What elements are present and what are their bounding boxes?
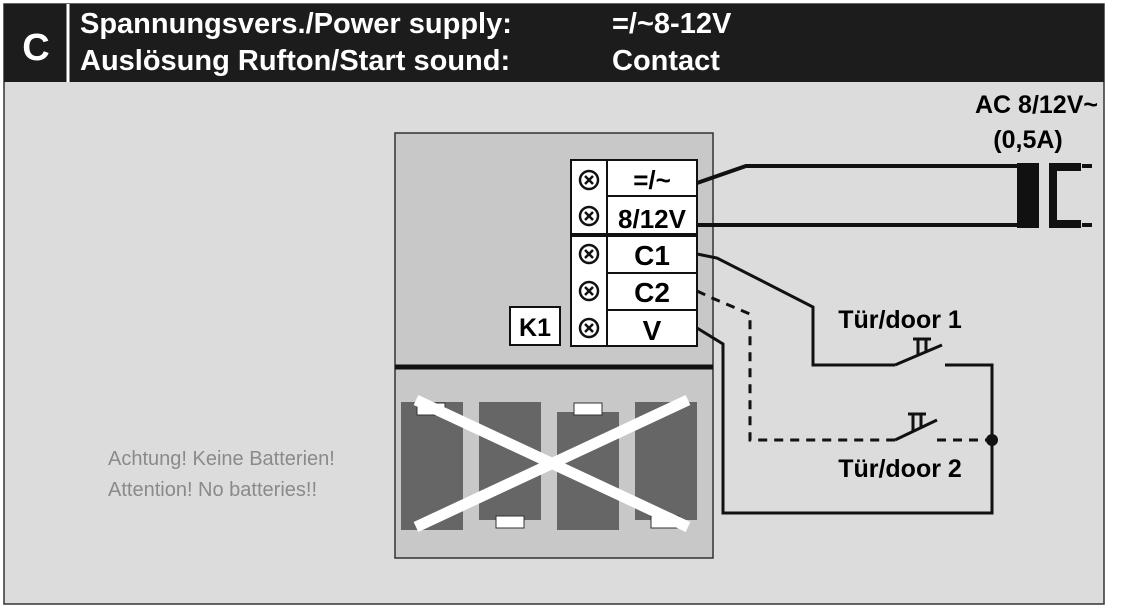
wire-door1-return	[945, 363, 994, 440]
header-line2-value: Contact	[612, 45, 720, 77]
warning-line1: Achtung! Keine Batterien!	[108, 448, 335, 470]
terminal-block: =/~ 8/12V C1 C2 V	[570, 159, 698, 347]
transformer-icon	[1017, 163, 1081, 228]
battery	[479, 402, 541, 520]
door1-switch-icon	[894, 337, 943, 367]
wire-c2-door2-dashed	[696, 289, 895, 442]
terminal-screw-icon	[578, 243, 600, 265]
terminal-label-c1: C1	[634, 240, 670, 271]
terminal-label-v: V	[643, 315, 662, 346]
header-line1-value: =/~8-12V	[612, 8, 732, 40]
header-line1-label: Spannungsvers./Power supply:	[80, 8, 512, 40]
terminal-screw-icon	[578, 317, 600, 339]
wire-v-common	[696, 326, 994, 515]
warning-line2: Attention! No batteries!!	[108, 479, 317, 501]
battery-compartment	[401, 395, 697, 532]
terminal-screw-icon	[578, 169, 600, 191]
wire-c1-door1	[696, 252, 895, 367]
door2-switch-icon	[894, 412, 938, 442]
transformer-label-line1: AC 8/12V~	[975, 91, 1098, 119]
battery-contact	[573, 402, 603, 416]
terminal-label-ac-dc: =/~	[633, 165, 671, 195]
k1-box	[509, 306, 561, 346]
header-bar	[4, 4, 1104, 82]
transformer-label-line2: (0,5A)	[993, 126, 1062, 154]
terminal-screw-icon	[578, 280, 600, 302]
terminal-screw-icon	[578, 205, 600, 227]
power-wire-1	[696, 164, 1020, 185]
terminal-label-voltage: 8/12V	[618, 204, 687, 234]
door1-label: Tür/door 1	[838, 306, 962, 334]
no-battery-cross-line	[413, 395, 691, 532]
header-line2-label: Auslösung Rufton/Start sound:	[80, 45, 510, 77]
door2-label: Tür/door 2	[838, 455, 962, 483]
battery-contact	[495, 515, 525, 529]
junction-dot	[986, 434, 998, 446]
terminal-label-c2: C2	[634, 277, 670, 308]
k1-label: K1	[519, 314, 551, 342]
header-badge: C	[22, 27, 49, 69]
